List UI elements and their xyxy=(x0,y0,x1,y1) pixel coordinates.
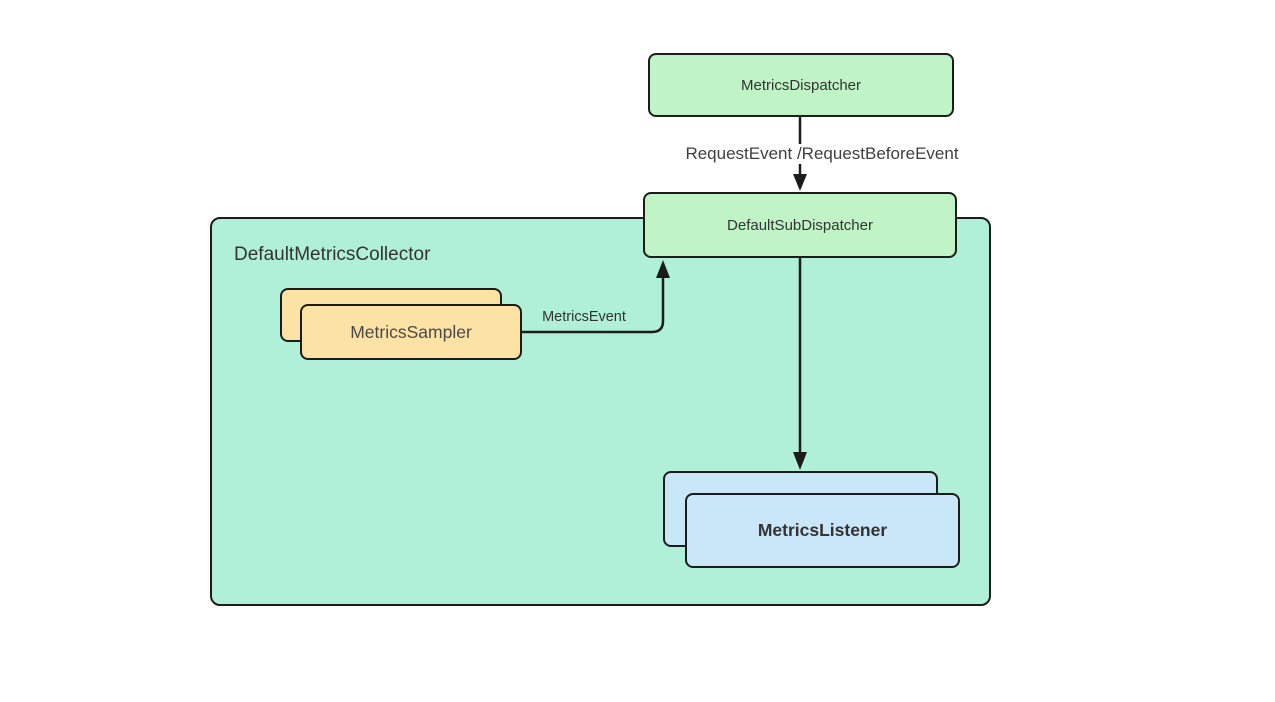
node-label-default-sub-dispatcher: DefaultSubDispatcher xyxy=(727,216,873,234)
node-label-metrics-dispatcher: MetricsDispatcher xyxy=(740,76,862,94)
edge-line xyxy=(522,277,665,334)
edge-label-metrics-event: MetricsEvent xyxy=(542,309,626,325)
group-default-metrics-collector: DefaultMetricsCollector xyxy=(210,217,991,606)
node-metrics-dispatcher: MetricsDispatcher xyxy=(648,53,954,117)
edge-sampler-to-subdispatcher xyxy=(522,260,670,334)
arrowhead-down-icon xyxy=(793,174,807,191)
arrowhead-up-icon xyxy=(656,260,670,278)
group-label-default-metrics-collector: DefaultMetricsCollector xyxy=(234,244,431,265)
node-label-metrics-sampler: MetricsSampler xyxy=(350,321,472,342)
edge-subdispatcher-to-listener xyxy=(793,258,807,470)
edge-label-request-event: RequestEvent /RequestBeforeEvent xyxy=(662,144,982,164)
node-default-sub-dispatcher: DefaultSubDispatcher xyxy=(643,192,957,258)
node-metrics-listener: MetricsListener xyxy=(685,493,960,568)
node-label-metrics-listener: MetricsListener xyxy=(757,520,888,540)
node-metrics-sampler: MetricsSampler xyxy=(300,304,522,360)
arrowhead-down-icon xyxy=(793,452,807,470)
